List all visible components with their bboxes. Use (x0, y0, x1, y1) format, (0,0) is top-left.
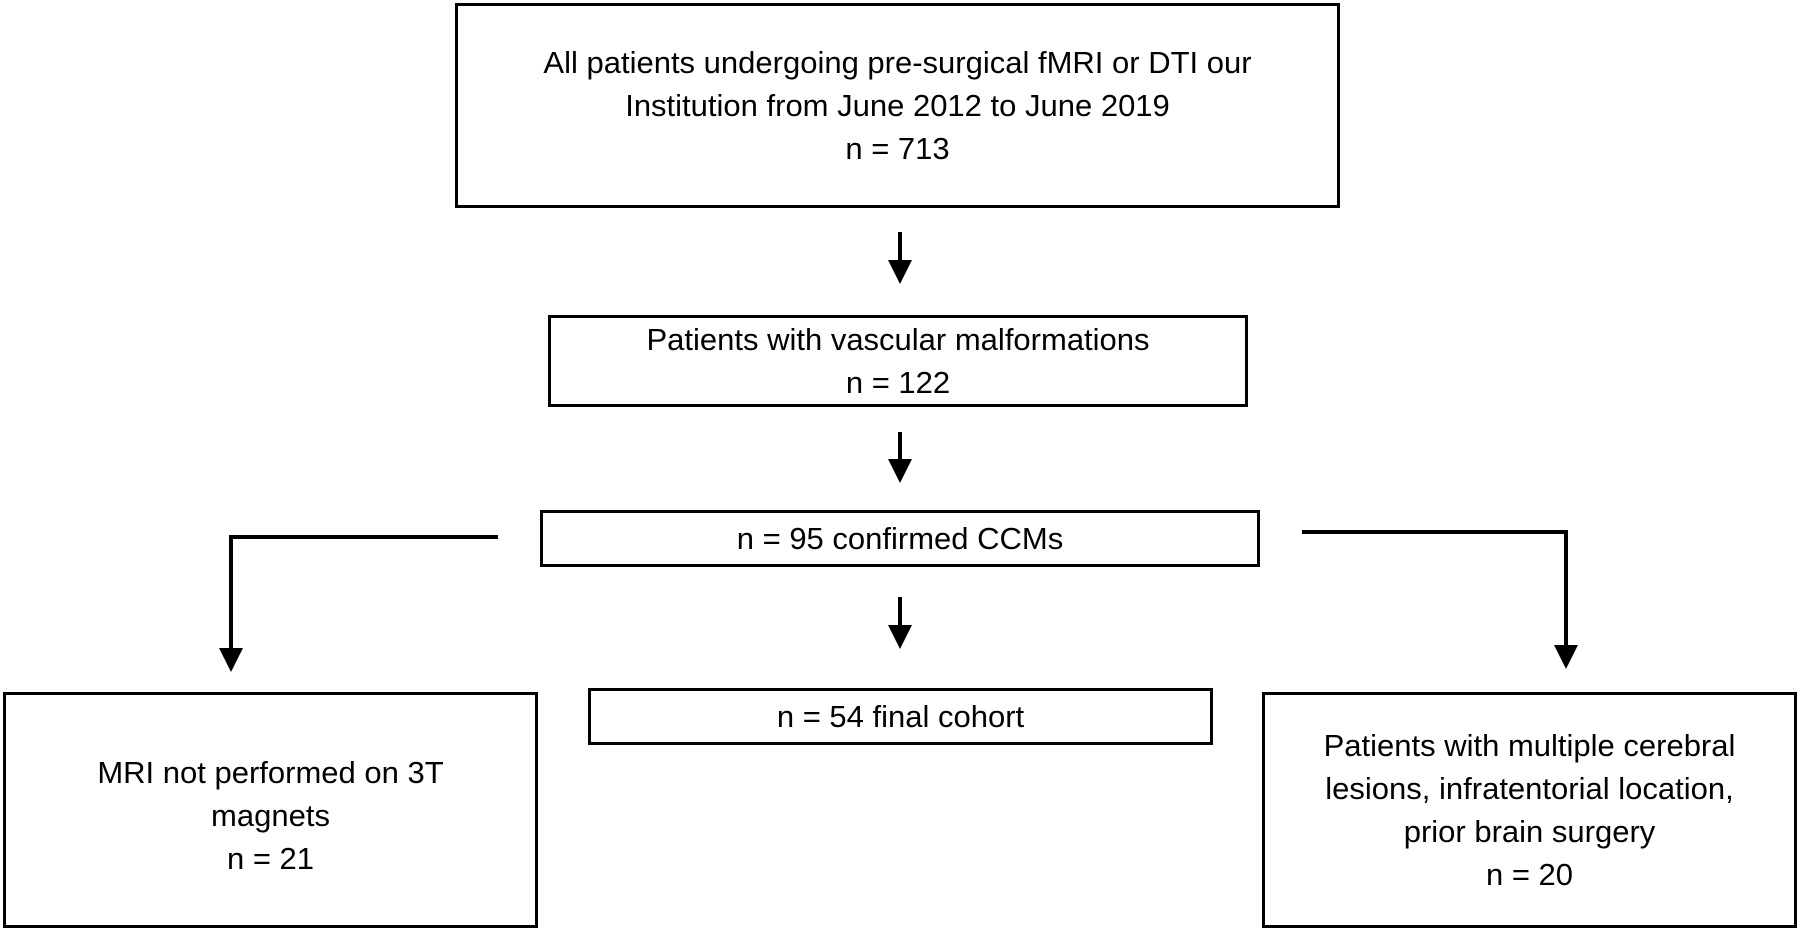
node-multi-line-2: lesions, infratentorial location, (1325, 771, 1734, 806)
arrow-ccm-to-final (888, 597, 912, 649)
node-vascular-count: n = 122 (845, 365, 951, 400)
node-all-patients-line-1: All patients undergoing pre-surgical fMR… (543, 45, 1252, 80)
node-mri-line-1: MRI not performed on 3T (97, 754, 444, 790)
node-vascular-line-1: Patients with vascular malformations (646, 322, 1150, 357)
arrow-ccm-to-excluded-multiple (1302, 530, 1578, 669)
node-mri-line-2: magnets (211, 797, 330, 833)
node-excluded-multiple-lesions: Patients with multiple cerebral lesions,… (1262, 692, 1797, 928)
node-all-patients: All patients undergoing pre-surgical fMR… (455, 3, 1340, 208)
arrow-ccm-to-excluded-mri (219, 535, 498, 672)
node-ccm-label: n = 95 confirmed CCMs (736, 521, 1064, 556)
node-final-cohort: n = 54 final cohort (588, 688, 1213, 745)
arrow-all-to-vascular (888, 232, 912, 284)
node-mri-count: n = 21 (226, 840, 315, 876)
node-final-label: n = 54 final cohort (776, 699, 1025, 734)
node-multi-line-1: Patients with multiple cerebral (1323, 728, 1736, 763)
node-multi-count: n = 20 (1485, 857, 1574, 892)
node-multi-line-3: prior brain surgery (1403, 814, 1656, 849)
node-excluded-mri: MRI not performed on 3T magnets n = 21 (3, 692, 538, 928)
node-all-patients-line-2: Institution from June 2012 to June 2019 (625, 88, 1170, 123)
node-vascular-malformations: Patients with vascular malformations n =… (548, 315, 1248, 407)
arrow-vascular-to-ccm (888, 432, 912, 483)
node-confirmed-ccm: n = 95 confirmed CCMs (540, 510, 1260, 567)
node-all-patients-count: n = 713 (845, 131, 950, 166)
